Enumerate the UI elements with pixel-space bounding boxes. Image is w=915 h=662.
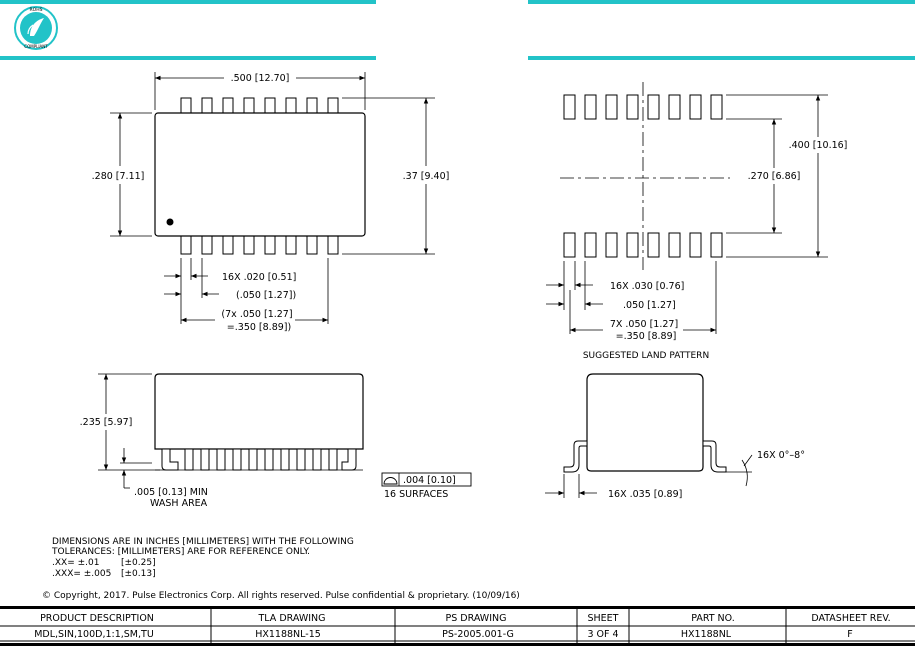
dim-total-pitch-line2: =.350 [8.89]): [227, 322, 291, 333]
land-dim-pad-width: 16X .030 [0.76]: [610, 281, 684, 292]
side-dim-height: .235 [5.97]: [80, 417, 133, 428]
land-dim-span: .400 [10.16]: [789, 140, 848, 151]
side-view: .235 [5.97] .005 [0.13] MIN WASH AREA .0…: [80, 373, 472, 509]
header: ROHS COMPLIANT: [0, 0, 915, 60]
note-line-2: TOLERANCES: [MILLIMETERS] ARE FOR REFERE…: [51, 547, 310, 557]
package-body-end: [586, 373, 704, 472]
dim-width: .500 [12.70]: [231, 73, 290, 84]
land-dim-total-pitch-line1: 7X .050 [1.27]: [610, 319, 678, 330]
note-line-1: DIMENSIONS ARE IN INCHES [MILLIMETERS] W…: [52, 537, 354, 547]
angle-dim: 16X 0°–8°: [757, 450, 805, 461]
tb-value-part-no: HX1188NL: [681, 629, 732, 640]
logo-text-bottom: COMPLIANT: [24, 44, 48, 49]
copyright: © Copyright, 2017. Pulse Electronics Cor…: [42, 591, 520, 601]
tb-value-tla-drawing: HX1188NL-15: [255, 629, 321, 640]
tb-header-ps-drawing: PS DRAWING: [446, 613, 507, 624]
tb-value-ps-drawing: PS-2005.001-G: [442, 629, 514, 640]
dim-height: .280 [7.11]: [92, 171, 145, 182]
note-line-4b: [±0.13]: [121, 569, 156, 579]
logo-text-top: ROHS: [30, 7, 43, 13]
tb-header-part-no: PART NO.: [691, 613, 735, 624]
end-view: 16X 0°–8° 16X .035 [0.89]: [545, 373, 805, 500]
top-pins-upper: [180, 97, 339, 114]
dim-pitch: (.050 [1.27]): [236, 290, 296, 301]
tb-value-product-description: MDL,SIN,100D,1:1,SM,TU: [34, 629, 154, 640]
flatness-callout: .004 [0.10] 16 SURFACES: [381, 472, 472, 500]
package-body-side: [154, 373, 364, 450]
end-lead-right: [702, 440, 727, 473]
top-view: .500 [12.70] .280 [7.11] .37 [9.40] 16X …: [92, 72, 450, 333]
dim-pin-width: 16X .020 [0.51]: [222, 272, 296, 283]
end-lead-left: [563, 440, 588, 473]
land-pattern: .400 [10.16] .270 [6.86] 16X .030 [0.76]…: [546, 82, 847, 361]
land-dim-pitch: .050 [1.27]: [623, 300, 676, 311]
side-leads: [161, 448, 357, 471]
tb-header-sheet: SHEET: [588, 613, 619, 624]
dim-span: .37 [9.40]: [403, 171, 450, 182]
foot-dim: 16X .035 [0.89]: [608, 489, 682, 500]
tb-value-sheet: 3 OF 4: [587, 629, 618, 640]
header-bar-top-right: [528, 0, 915, 4]
rohs-logo: ROHS COMPLIANT: [14, 6, 58, 50]
top-pins-lower: [180, 235, 339, 255]
pin1-marker: [166, 218, 174, 226]
land-dim-inner: .270 [6.86]: [748, 171, 801, 182]
package-body-top: [154, 112, 366, 237]
land-pads-lower: [563, 232, 723, 258]
tb-header-product-description: PRODUCT DESCRIPTION: [40, 613, 154, 624]
header-bar-bottom-left: [0, 56, 376, 60]
note-line-3b: [±0.25]: [121, 558, 156, 568]
note-line-3a: .XX= ±.01: [52, 558, 99, 568]
dim-total-pitch-line1: (7x .050 [1.27]: [221, 309, 292, 320]
tb-header-tla-drawing: TLA DRAWING: [257, 613, 325, 624]
notes: DIMENSIONS ARE IN INCHES [MILLIMETERS] W…: [42, 537, 520, 601]
flatness-label: 16 SURFACES: [384, 489, 448, 500]
note-line-4a: .XXX= ±.005: [52, 569, 111, 579]
wash-area-line2: WASH AREA: [150, 498, 208, 509]
header-bar-top-left: [0, 0, 376, 4]
land-dim-total-pitch-line2: =.350 [8.89]: [616, 331, 677, 342]
header-bar-bottom-right: [528, 56, 915, 60]
tb-value-datasheet-rev: F: [847, 629, 852, 640]
flatness-value: .004 [0.10]: [403, 475, 456, 486]
land-pads-upper: [563, 94, 723, 120]
tb-header-datasheet-rev: DATASHEET REV.: [811, 613, 890, 624]
wash-area-line1: .005 [0.13] MIN: [134, 487, 208, 498]
title-block: PRODUCT DESCRIPTION TLA DRAWING PS DRAWI…: [0, 606, 915, 646]
land-pattern-caption: SUGGESTED LAND PATTERN: [583, 351, 709, 361]
